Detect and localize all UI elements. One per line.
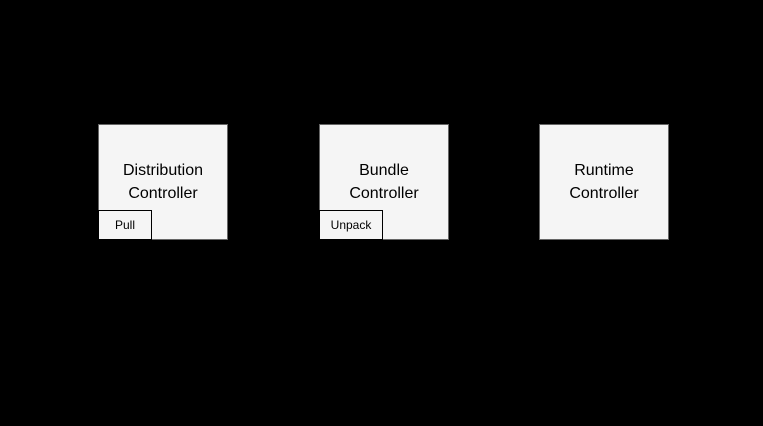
node-bundle-controller: Bundle Controller Unpack: [319, 124, 449, 240]
node-label-runtime-controller: Runtime Controller: [569, 162, 639, 202]
badge-unpack: Unpack: [319, 210, 383, 240]
node-label-bundle-controller: Bundle Controller: [349, 162, 419, 202]
badge-unpack-label: Unpack: [330, 218, 372, 232]
badge-pull: Pull: [98, 210, 152, 240]
node-distribution-controller: Distribution Controller Pull: [98, 124, 228, 240]
node-runtime-controller: Runtime Controller: [539, 124, 669, 240]
badge-pull-label: Pull: [114, 218, 135, 232]
node-label-distribution-controller: Distribution Controller: [122, 162, 204, 202]
